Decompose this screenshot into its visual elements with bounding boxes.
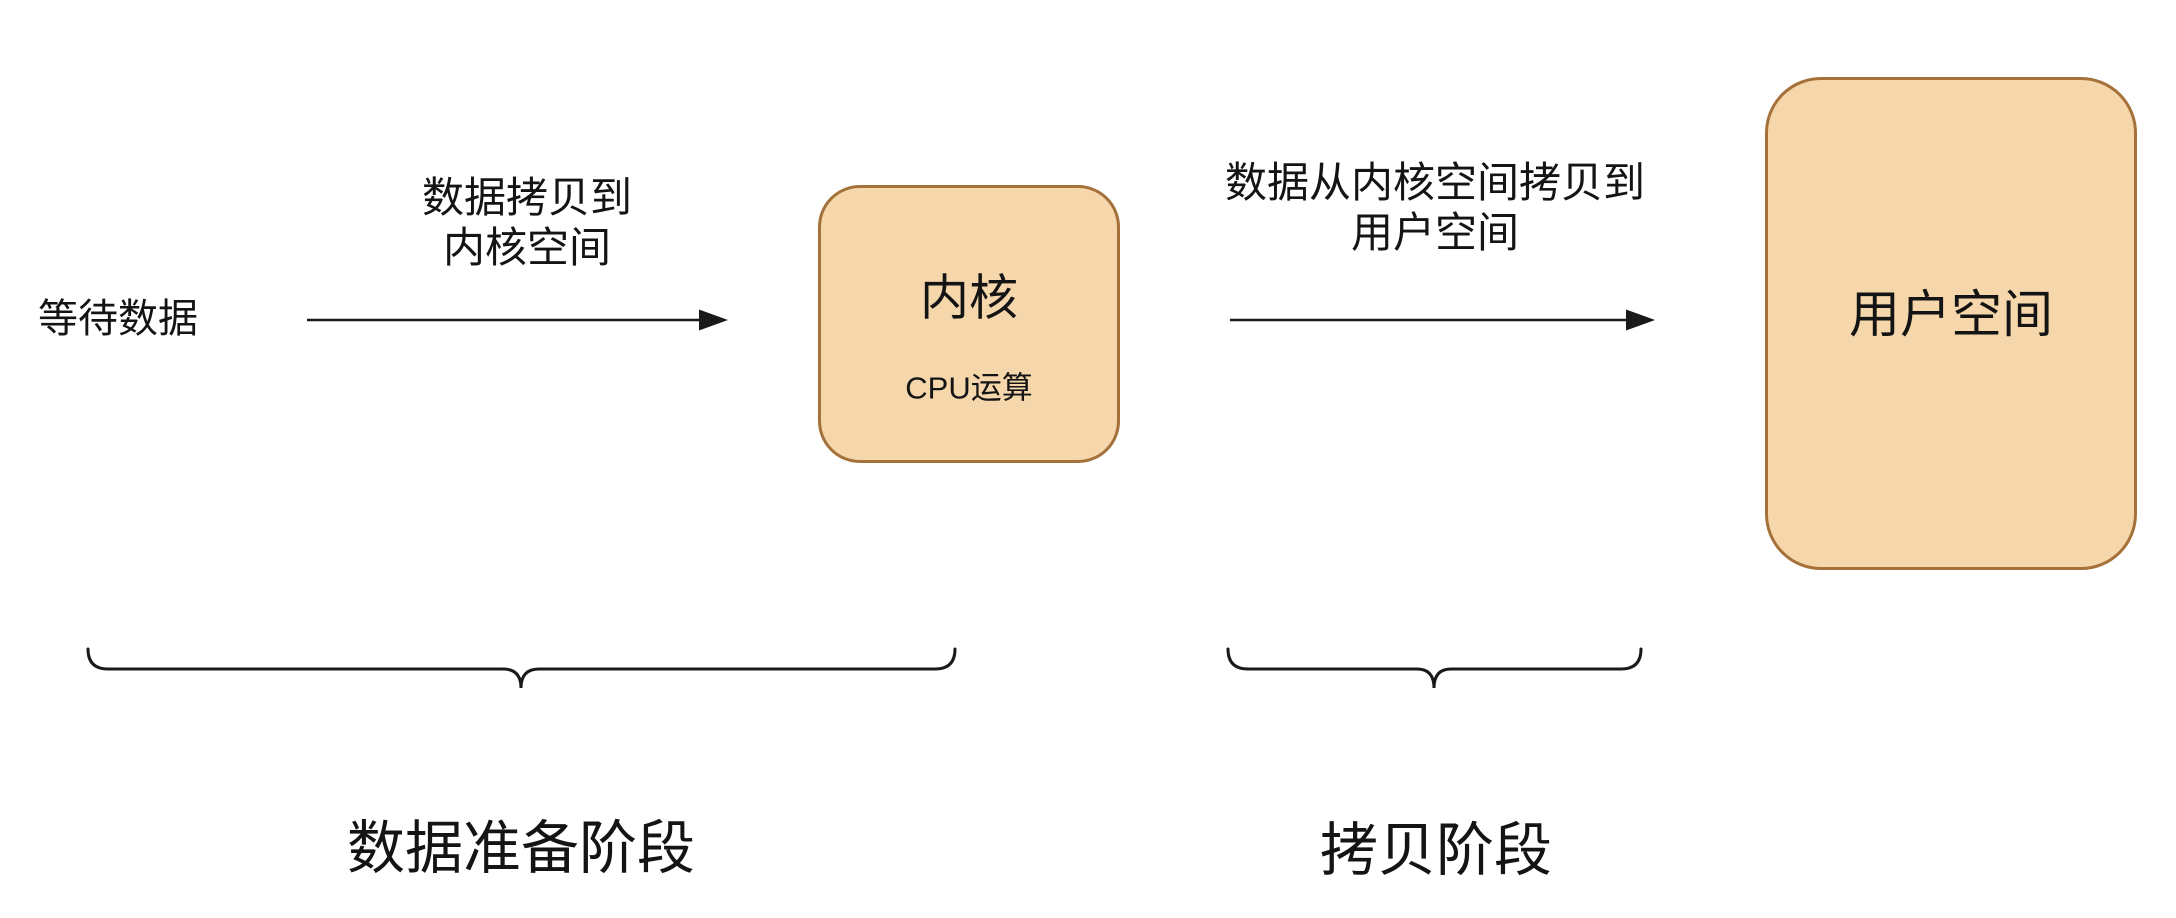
user-space-node: 用户空间 [1765,77,2137,570]
arrow1-label-line1: 数据拷贝到 [421,174,633,221]
arrow1-label-line2: 内核空间 [442,224,612,271]
arrow1-label: 数据拷贝到 内核空间 [422,173,632,273]
kernel-node-subtitle: CPU运算 [905,370,1033,406]
arrow-kernel-to-user [1230,309,1655,331]
arrow-data-to-kernel [307,309,728,331]
stage1-label: 数据准备阶段 [346,816,696,881]
brace-copy-stage [1226,647,1643,689]
arrow2-label-line2: 用户空间 [1350,209,1520,256]
arrow2-label-line1: 数据从内核空间拷贝到 [1224,159,1646,206]
user-space-node-label: 用户空间 [1848,286,2054,343]
wait-data-label: 等待数据 [38,297,198,341]
kernel-node-title: 内核 [919,271,1019,326]
stage2-label: 拷贝阶段 [1319,818,1553,883]
kernel-node: 内核 CPU运算 [818,185,1120,463]
brace-data-preparation-stage [86,647,957,689]
arrow2-label: 数据从内核空间拷贝到 用户空间 [1225,158,1645,258]
